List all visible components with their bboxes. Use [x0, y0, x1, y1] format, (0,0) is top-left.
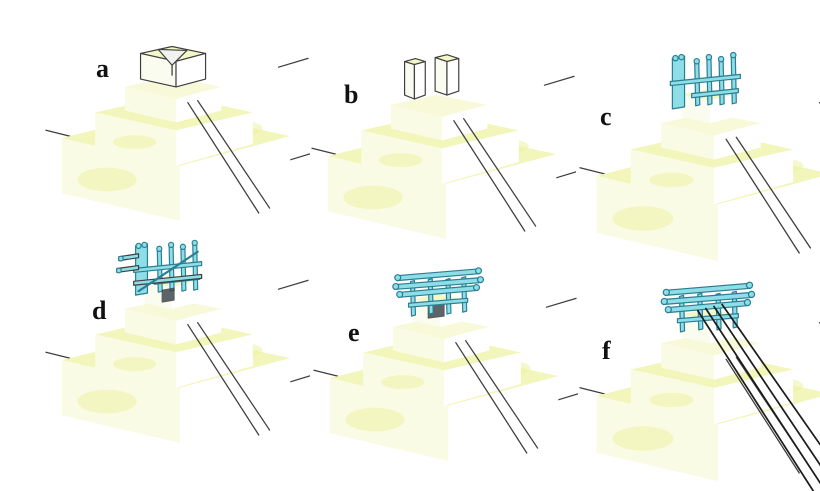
- panel-d-label: d: [92, 296, 107, 325]
- panel-a: a: [44, 14, 310, 231]
- panel-d-drawing: [45, 239, 310, 444]
- panel-a-label: a: [96, 54, 109, 83]
- panel-b-drawing: [311, 54, 576, 240]
- panel-e: e: [312, 254, 578, 471]
- panel-f-drawing: [579, 281, 820, 491]
- panel-b-label: b: [344, 80, 359, 109]
- panel-e-label: e: [348, 318, 360, 347]
- summit-slab-pair: [403, 54, 460, 100]
- panel-a-drawing: [45, 45, 310, 222]
- panel-d: d: [44, 236, 310, 453]
- panel-c-drawing: [579, 51, 820, 262]
- scaffold-extras: [115, 250, 203, 303]
- panel-c: c: [578, 48, 820, 271]
- timber-frame: [392, 267, 485, 319]
- summit-notched-block: [139, 45, 207, 88]
- panel-e-drawing: [313, 267, 578, 462]
- panel-b: b: [310, 32, 576, 249]
- panel-f: f: [578, 268, 820, 491]
- panel-f-label: f: [602, 336, 611, 365]
- panel-c-label: c: [600, 102, 612, 131]
